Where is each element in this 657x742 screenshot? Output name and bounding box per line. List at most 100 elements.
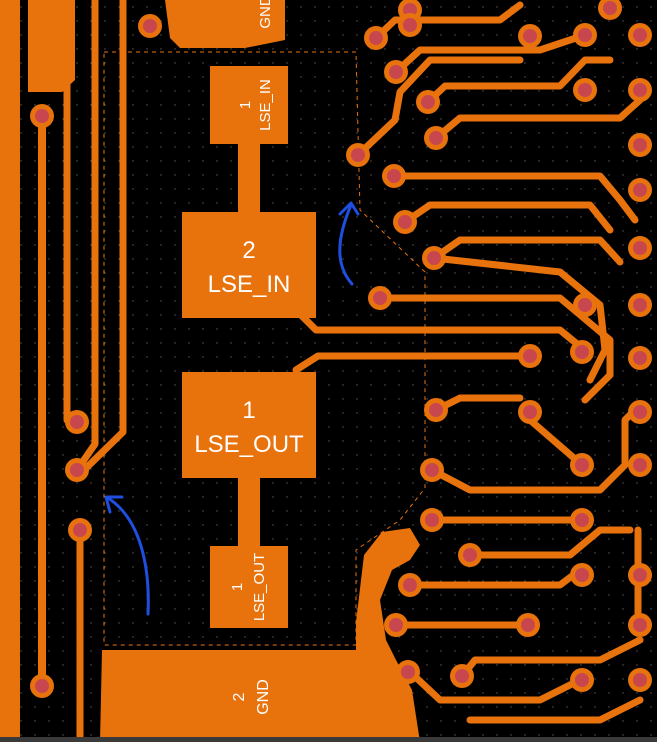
- pad-top-small-net: LSE_IN: [257, 79, 274, 131]
- pad-mid-out[interactable]: [182, 372, 316, 478]
- pad-mid-in[interactable]: [182, 212, 316, 318]
- trace-r-20[interactable]: [466, 696, 644, 724]
- trace-lse-in[interactable]: [292, 306, 586, 352]
- via-hole: [403, 18, 417, 32]
- via-hole: [425, 463, 439, 477]
- via-hole: [429, 131, 443, 145]
- pad-top-small[interactable]: [210, 66, 288, 144]
- via-hole: [463, 548, 477, 562]
- via-hole: [35, 679, 49, 693]
- via-hole: [70, 463, 84, 477]
- hand-drawn-arrow-icon: [338, 201, 360, 286]
- trace-r-6[interactable]: [390, 172, 639, 224]
- pad-stems: [238, 144, 260, 548]
- trace-r-15[interactable]: [466, 526, 634, 559]
- stem-top: [238, 144, 260, 214]
- hand-drawn-arrow-icon: [104, 495, 150, 616]
- pad-bottom-small[interactable]: [210, 546, 288, 628]
- trace-r-3[interactable]: [392, 31, 589, 76]
- via-hole: [633, 458, 647, 472]
- via-hole: [633, 351, 647, 365]
- via-hole: [633, 28, 647, 42]
- stem-bottom: [238, 478, 260, 548]
- via-hole: [401, 665, 415, 679]
- via-hole: [35, 109, 49, 123]
- trace-r-1[interactable]: [354, 56, 524, 159]
- via-hole: [421, 95, 435, 109]
- left-edge-pour: [0, 0, 20, 742]
- via-hole: [73, 523, 87, 537]
- via-hole: [575, 513, 589, 527]
- via-hole: [523, 349, 537, 363]
- top-left-pour: [28, 0, 75, 92]
- via-hole: [633, 298, 647, 312]
- via-hole: [389, 65, 403, 79]
- via-hole: [633, 241, 647, 255]
- trace-r-9[interactable]: [430, 254, 609, 384]
- bottom-gnd-pour: [100, 528, 420, 742]
- pour-bottom-gnd-number: 2: [231, 692, 248, 701]
- via-hole: [523, 405, 537, 419]
- via-hole: [575, 673, 589, 687]
- via-hole: [70, 415, 84, 429]
- annotation-arrows: [104, 201, 360, 616]
- pour-bottom-gnd-net: GND: [255, 679, 272, 715]
- via-hole: [369, 31, 383, 45]
- via-hole: [398, 215, 412, 229]
- pad-mid-out-number: 1: [242, 397, 255, 424]
- pad-mid-in-number: 2: [242, 237, 255, 264]
- pad-mid-out-net: LSE_OUT: [194, 431, 304, 458]
- via-hole: [575, 458, 589, 472]
- via-hole: [633, 673, 647, 687]
- keepout-outline: [103, 51, 426, 646]
- bottom-strip: [0, 737, 657, 742]
- trace-r-5[interactable]: [432, 96, 644, 142]
- pad-top-small-number: 1: [237, 101, 254, 109]
- via-hole: [633, 405, 647, 419]
- via-hole: [633, 568, 647, 582]
- trace-lse-out[interactable]: [292, 352, 534, 374]
- trace-r-4[interactable]: [424, 56, 614, 106]
- via-hole: [578, 298, 592, 312]
- pad-bottom-small-number: 1: [229, 583, 246, 591]
- trace-r-18[interactable]: [404, 666, 584, 704]
- via-hole: [403, 3, 417, 17]
- via-hole: [633, 138, 647, 152]
- trace-r-8[interactable]: [430, 236, 624, 266]
- via-hole: [633, 83, 647, 97]
- via-hole: [389, 618, 403, 632]
- trace-r-7[interactable]: [401, 201, 614, 234]
- via-hole: [521, 618, 535, 632]
- copper-pours: [0, 0, 420, 742]
- pads: [182, 66, 316, 628]
- via-hole: [575, 345, 589, 359]
- via-hole: [575, 568, 589, 582]
- via-hole: [633, 618, 647, 632]
- trace-r-2[interactable]: [372, 1, 524, 42]
- via-hole: [403, 578, 417, 592]
- via-hole: [143, 19, 157, 33]
- via-hole: [578, 28, 592, 42]
- via-hole: [523, 29, 537, 43]
- via-hole: [351, 148, 365, 162]
- pour-top-gnd-net: GND: [257, 0, 274, 29]
- via-hole: [373, 291, 387, 305]
- via-hole: [603, 1, 617, 15]
- pad-labels: 1 LSE_IN 2 LSE_IN 1 LSE_OUT 1 LSE_OUT 2 …: [194, 0, 304, 715]
- via-hole: [387, 169, 401, 183]
- trace-r-10[interactable]: [376, 294, 614, 404]
- via-hole: [455, 669, 469, 683]
- trace-r-13[interactable]: [428, 401, 644, 494]
- pad-mid-in-net: LSE_IN: [208, 271, 291, 298]
- via-hole: [578, 83, 592, 97]
- vias: [30, 0, 652, 698]
- via-hole: [633, 183, 647, 197]
- via-hole: [427, 251, 441, 265]
- via-hole: [429, 403, 443, 417]
- pad-bottom-small-net: LSE_OUT: [251, 553, 268, 621]
- top-gnd-pour: [165, 0, 285, 48]
- trace-left-4[interactable]: [76, 0, 127, 478]
